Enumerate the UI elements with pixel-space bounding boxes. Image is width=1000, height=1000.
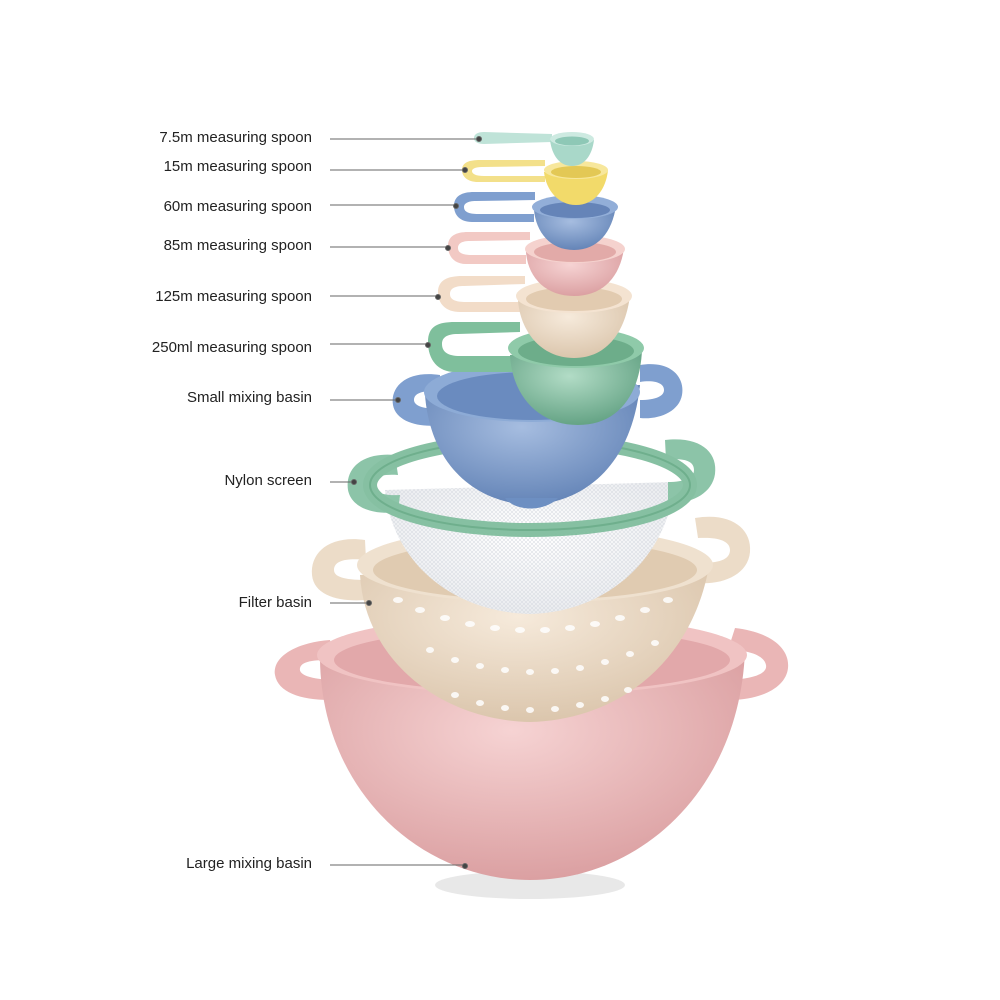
leader-line-spoon-7-5 [330,136,482,142]
label-filter-basin: Filter basin [238,594,312,611]
label-spoon-7-5: 7.5m measuring spoon [159,129,312,146]
label-spoon-60: 60m measuring spoon [163,198,312,215]
leader-line-large-basin [330,863,468,869]
spoon-7-5ml [474,132,594,166]
spoon-125ml [438,276,632,358]
nylon-screen [347,433,716,614]
leader-line-nylon-screen [330,479,357,485]
leader-line-spoon-15 [330,167,468,173]
leader-line-spoon-85 [330,245,451,251]
spoon-60ml [454,192,618,250]
leader-line-spoon-125 [330,294,441,300]
leader-lines [330,136,482,869]
leader-line-filter-basin [330,600,372,606]
label-spoon-125: 125m measuring spoon [155,288,312,305]
label-nylon-screen: Nylon screen [224,472,312,489]
label-spoon-15: 15m measuring spoon [163,158,312,175]
spoon-15ml [462,160,608,205]
leader-line-spoon-250 [330,342,431,348]
label-large-basin: Large mixing basin [186,855,312,872]
label-small-basin: Small mixing basin [186,389,312,406]
label-spoon-250: 250ml measuring spoon [151,339,312,356]
leader-line-spoon-60 [330,203,459,209]
leader-line-small-basin [330,397,401,403]
label-spoon-85: 85m measuring spoon [163,237,312,254]
